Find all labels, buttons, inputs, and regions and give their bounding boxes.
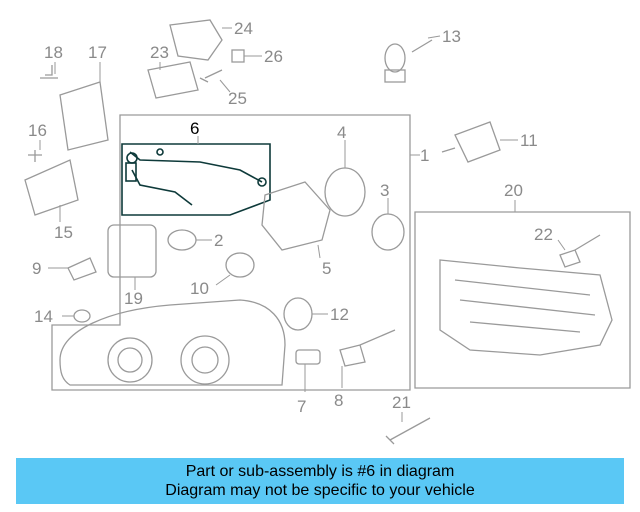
part-6-frame	[121, 143, 271, 216]
callout-3: 3	[380, 181, 389, 200]
part-26-clip[interactable]	[231, 49, 245, 63]
callout-19: 19	[124, 289, 143, 308]
callout-12: 12	[330, 305, 349, 324]
leader-25	[219, 79, 231, 93]
part-12-socket[interactable]	[283, 297, 313, 331]
part-5-motor[interactable]	[261, 181, 331, 251]
callout-6: 6	[190, 119, 199, 138]
part-7-bulb[interactable]	[295, 349, 321, 365]
callout-15: 15	[54, 223, 73, 242]
part-22-connector[interactable]	[559, 234, 601, 268]
part-6-clip	[125, 162, 137, 182]
headlamp-housing	[59, 299, 286, 386]
callout-24: 24	[234, 19, 253, 38]
callout-22: 22	[534, 225, 553, 244]
part-19-cover[interactable]	[107, 224, 157, 278]
callout-1: 1	[420, 146, 429, 165]
part-15-bracket[interactable]	[24, 159, 79, 216]
part-14-plug[interactable]	[73, 309, 91, 323]
leader-10	[215, 274, 231, 286]
part-4-ring[interactable]	[324, 167, 366, 217]
callout-13: 13	[442, 27, 461, 46]
part-6-rod	[131, 169, 193, 206]
leader-22	[557, 239, 566, 251]
leader-13	[427, 35, 441, 39]
part-24-bracket[interactable]	[169, 19, 223, 61]
part-16-screw[interactable]	[28, 150, 42, 162]
part-8-socket[interactable]	[339, 329, 396, 367]
info-banner: Part or sub-assembly is #6 in diagram Di…	[16, 458, 624, 504]
banner-line-2: Diagram may not be specific to your vehi…	[165, 482, 475, 499]
callout-14: 14	[34, 307, 53, 326]
banner-line-1: Part or sub-assembly is #6 in diagram	[185, 463, 455, 480]
callout-2: 2	[214, 231, 223, 250]
part-6-sensor-harness[interactable]	[121, 136, 271, 216]
assembly-outline-20	[414, 211, 631, 389]
callout-16: 16	[28, 121, 47, 140]
part-10-socket[interactable]	[225, 252, 255, 278]
callout-5: 5	[322, 259, 331, 278]
part-6-connector-c	[156, 148, 164, 156]
callout-18: 18	[44, 43, 63, 62]
callout-10: 10	[190, 279, 209, 298]
part-20-panel-detail	[454, 279, 596, 333]
callout-17: 17	[88, 43, 107, 62]
callout-25-26: 26	[264, 47, 283, 66]
part-20-panel[interactable]	[439, 259, 613, 356]
part-21-bolt[interactable]	[385, 417, 431, 445]
part-6-connector-b	[257, 177, 267, 187]
callout-23: 23	[150, 43, 169, 62]
part-18-screw[interactable]	[40, 65, 58, 79]
part-23-module[interactable]	[147, 61, 199, 99]
callout-7: 7	[297, 397, 306, 416]
callout-8: 8	[334, 391, 343, 410]
assembly-outline	[51, 114, 411, 391]
callout-4: 4	[337, 123, 346, 142]
part-25-screw[interactable]	[199, 69, 223, 83]
part-6-harness-line	[129, 151, 263, 183]
part-17-ballast[interactable]	[59, 81, 109, 151]
headlamp-exploded-diagram: 1 2 3 4 5 6 7 8 9 10 11 12 13 14 15 16 1…	[24, 19, 631, 445]
part-3-seal[interactable]	[371, 213, 405, 251]
part-9-bulb[interactable]	[67, 257, 97, 281]
callout-20: 20	[504, 181, 523, 200]
leader-5	[317, 244, 321, 259]
callout-21: 21	[392, 393, 411, 412]
callout-25: 25	[228, 89, 247, 108]
part-11-bulb[interactable]	[441, 121, 501, 163]
callout-11: 11	[520, 131, 538, 150]
part-13-bulb[interactable]	[384, 39, 433, 83]
callout-9: 9	[32, 259, 41, 278]
part-2-cap[interactable]	[167, 229, 197, 251]
